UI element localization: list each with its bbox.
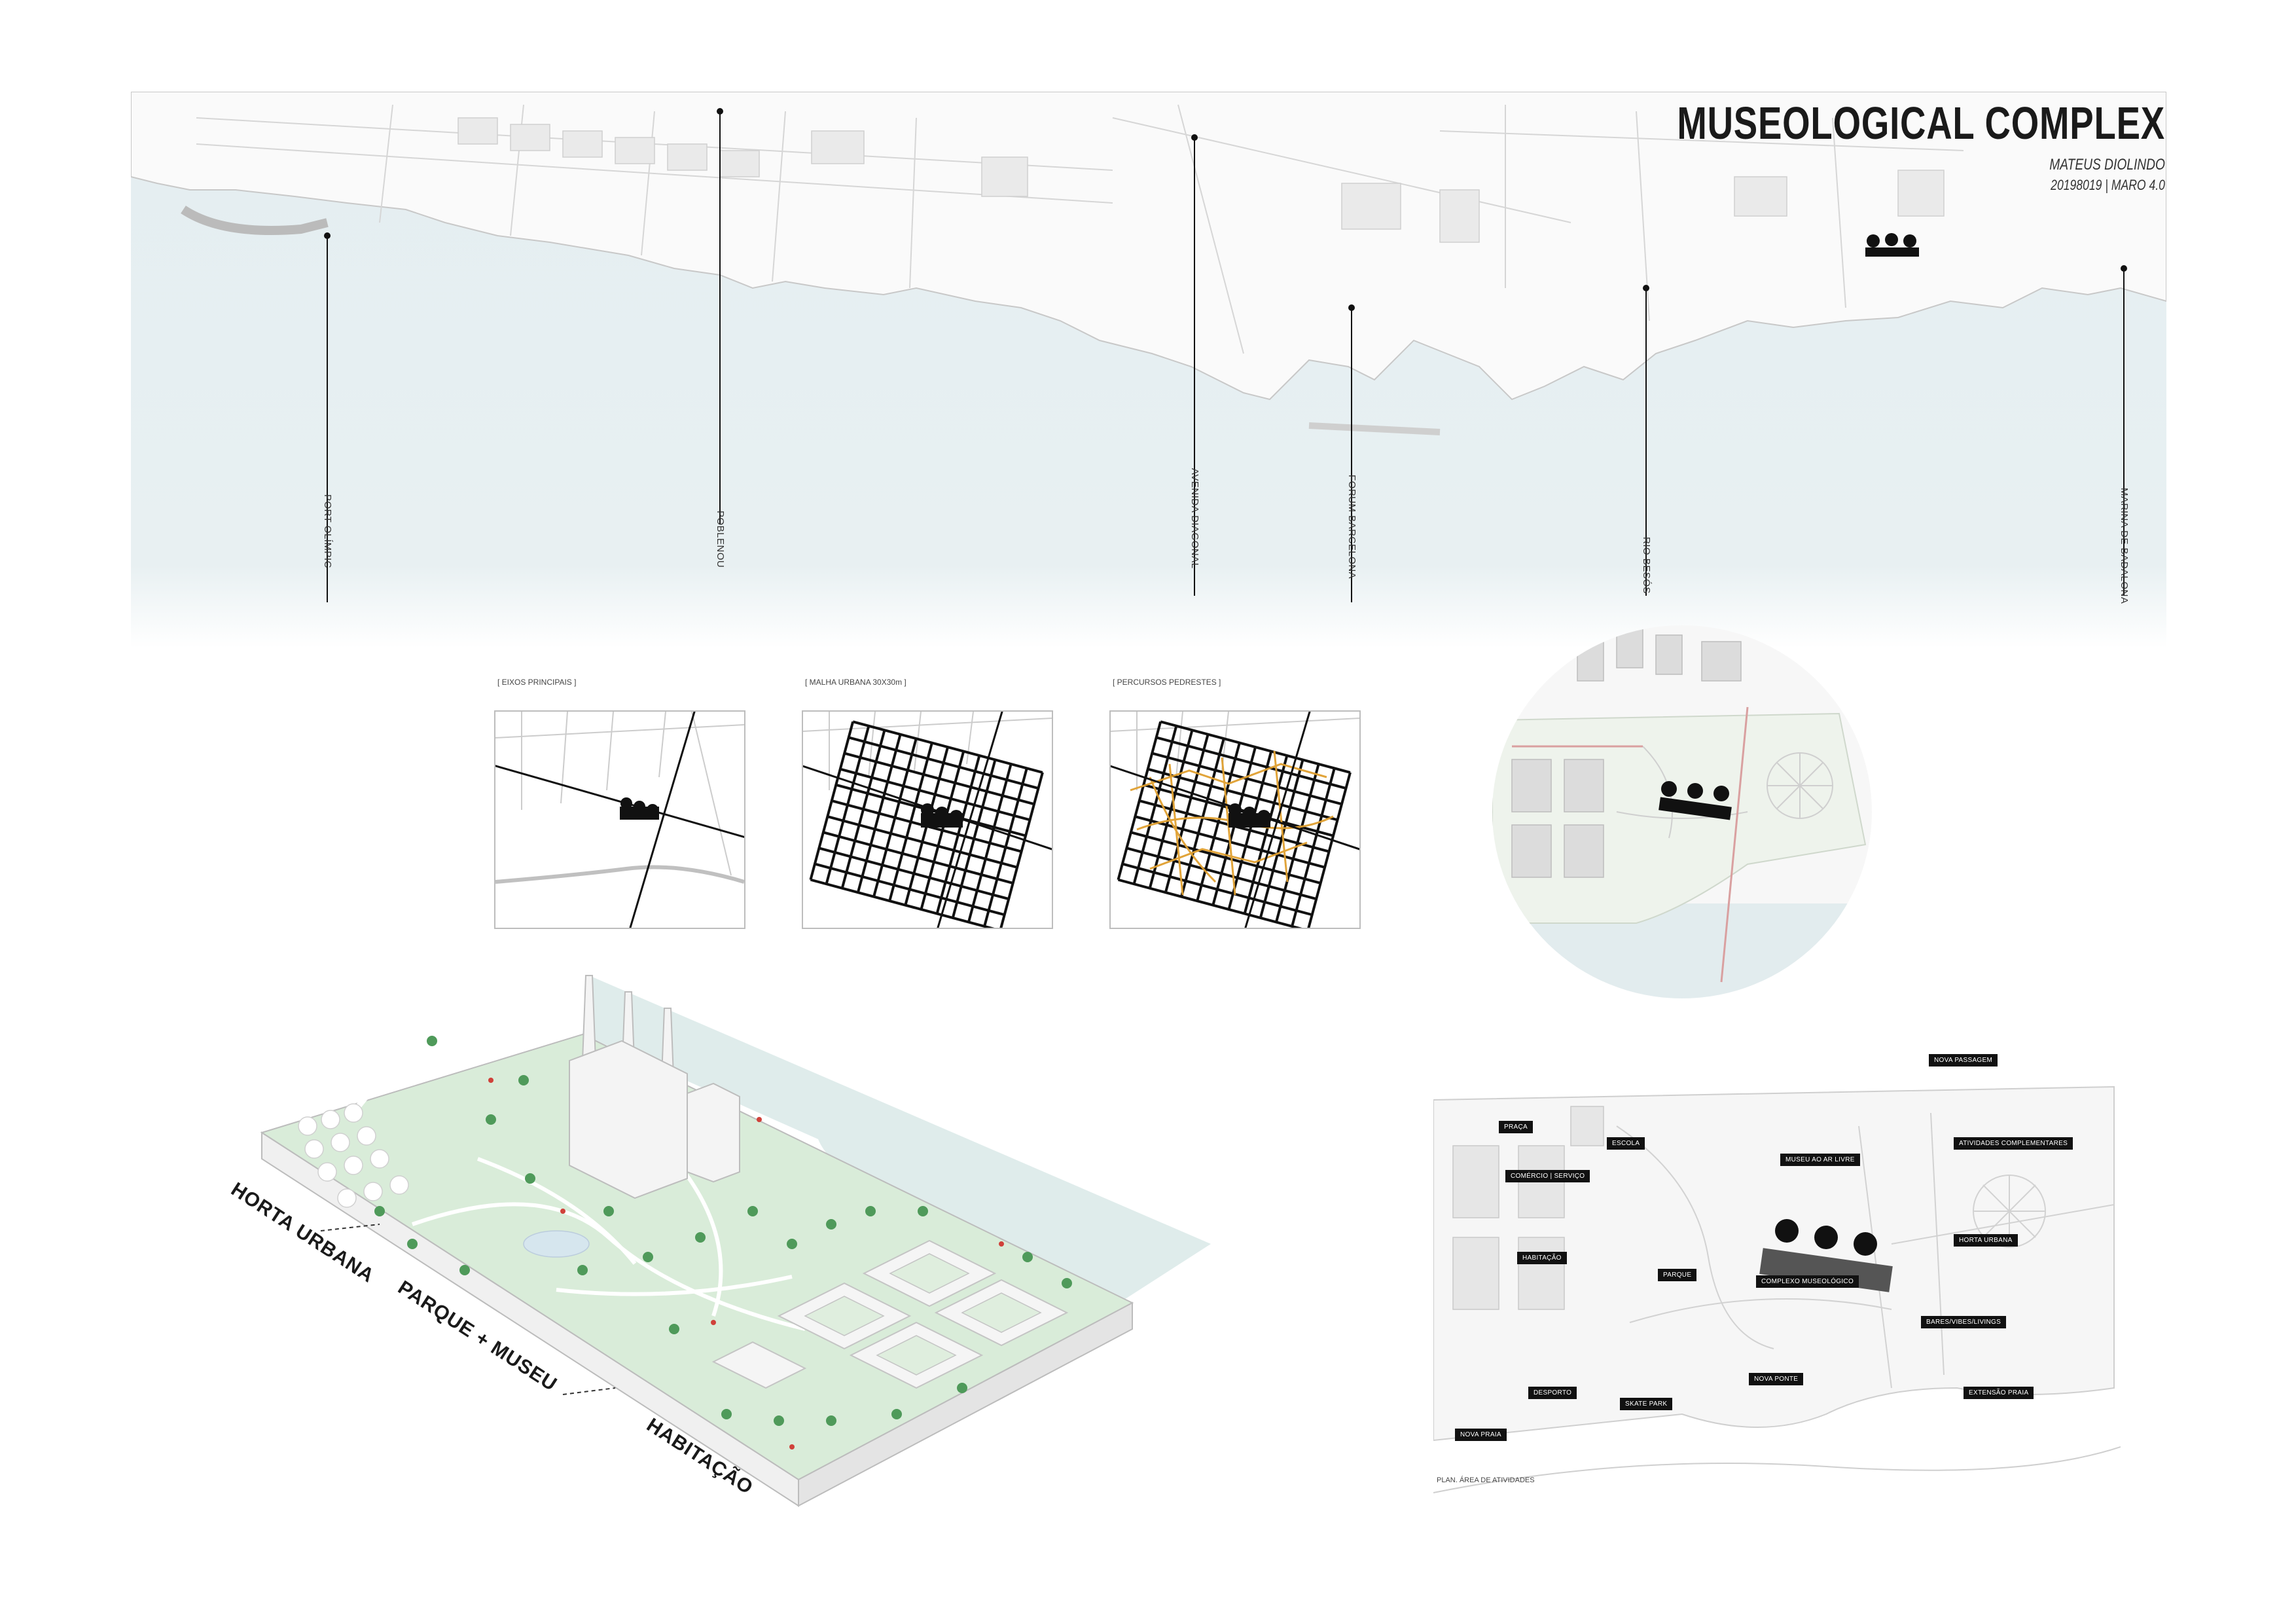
- tag-complexo-museologico: COMPLEXO MUSEOLÓGICO: [1756, 1275, 1859, 1288]
- diagram-percursos: [1109, 710, 1361, 929]
- map-label-port-olimpic: PORT OLÍMPIC: [322, 494, 333, 568]
- tag-nova-ponte: NOVA PONTE: [1749, 1373, 1804, 1385]
- plan-caption: PLAN. ÁREA DE ATIVIDADES: [1437, 1476, 1535, 1484]
- tag-nova-praia: NOVA PRAIA: [1455, 1429, 1507, 1441]
- author-name: MATEUS DIOLINDO: [2049, 156, 2165, 173]
- student-info: 20198019 | MARO 4.0: [2051, 177, 2165, 193]
- diagram-label-percursos: [ PERCURSOS PEDRESTES ]: [1113, 678, 1221, 687]
- page-title: MUSEOLOGICAL COMPLEX: [1677, 98, 2165, 149]
- site-circle-map: [1473, 615, 1892, 1008]
- tag-parque: PARQUE: [1658, 1269, 1697, 1281]
- tag-praca: PRAÇA: [1499, 1121, 1533, 1133]
- tag-escola: ESCOLA: [1607, 1137, 1645, 1150]
- diagram-eixos: [494, 710, 745, 929]
- tag-museu-ao-ar-livre: MUSEU AO AR LIVRE: [1780, 1154, 1860, 1166]
- tag-extensao-praia: EXTENSÃO PRAIA: [1964, 1387, 2034, 1399]
- diagram-label-malha: [ MALHA URBANA 30X30m ]: [805, 678, 906, 687]
- tag-bares-vibes-livings: BARES/VIBES/LIVINGS: [1921, 1316, 2007, 1328]
- coastal-map: [131, 92, 2166, 648]
- tag-habitacao: HABITAÇÃO: [1517, 1252, 1567, 1264]
- map-label-marina-de-badalona: MARINA DE BADALONA: [2119, 488, 2130, 604]
- map-label-forum-barcelona: FORUM BARCELONA: [1346, 475, 1357, 579]
- tag-skate-park: SKATE PARK: [1620, 1398, 1673, 1410]
- tag-atividades-complementares: ATIVIDADES COMPLEMENTARES: [1954, 1137, 2073, 1150]
- tag-desporto: DESPORTO: [1528, 1387, 1577, 1399]
- axonometric-view: [216, 962, 1316, 1532]
- title-block: MUSEOLOGICAL COMPLEX MATEUS DIOLINDO 201…: [1539, 97, 2165, 194]
- map-label-poblenou: POBLENOU: [715, 511, 726, 568]
- tag-nova-passagem: NOVA PASSAGEM: [1929, 1054, 1998, 1067]
- diagram-malha: [802, 710, 1053, 929]
- diagram-label-eixos: [ EIXOS PRINCIPAIS ]: [497, 678, 577, 687]
- tag-comercio-servico: COMÉRCIO | SERVIÇO: [1505, 1170, 1590, 1182]
- tag-horta-urbana: HORTA URBANA: [1954, 1234, 2018, 1247]
- map-label-rio-besos: RIO BESÓS: [1641, 537, 1652, 594]
- map-label-avenida-diagonal: AVENIDA DIAGONAL: [1189, 468, 1200, 569]
